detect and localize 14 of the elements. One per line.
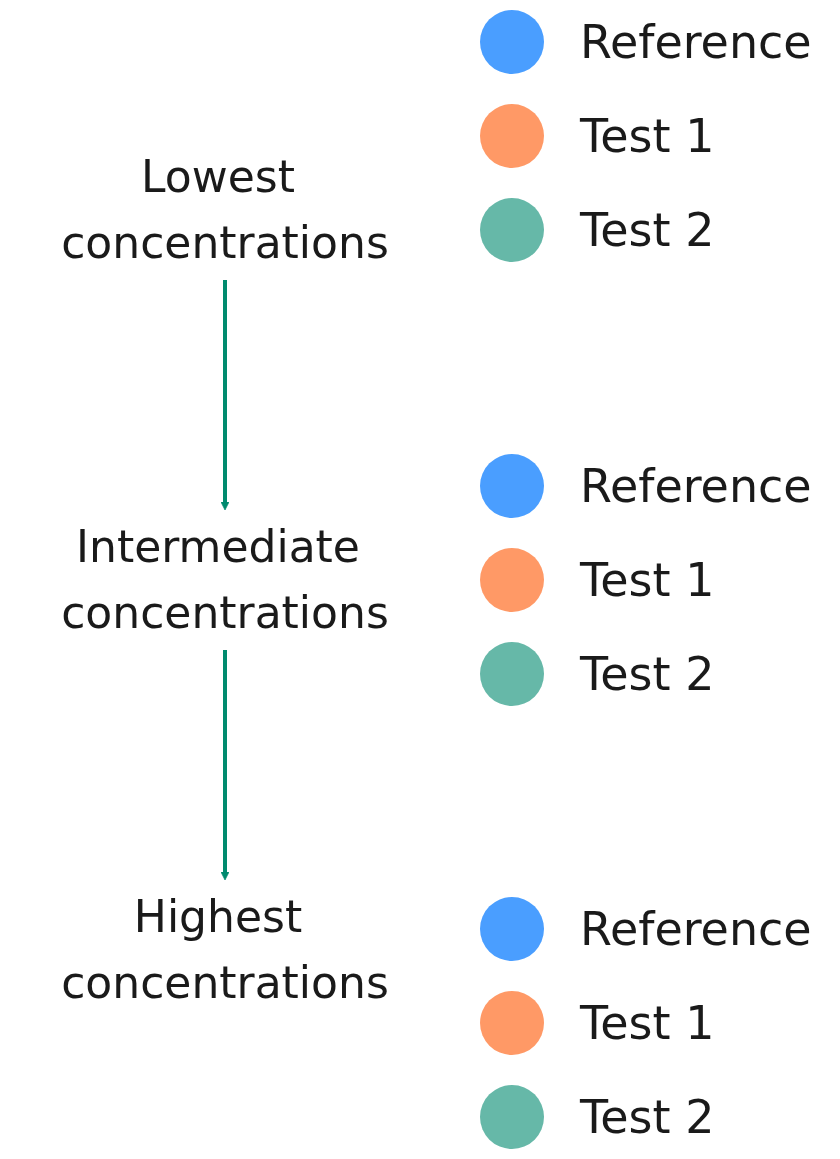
legend-label: Test 1 (580, 996, 715, 1050)
arrow (220, 279, 230, 510)
legend-label: Reference (580, 15, 812, 69)
arrow (220, 649, 230, 880)
legend-label: Reference (580, 458, 812, 513)
legend-label: Reference (580, 902, 812, 956)
node-text: Intermediate concentrations (61, 520, 389, 638)
legend-label: Test 1 (580, 552, 715, 607)
legend-label: Test 2 (580, 646, 715, 701)
legend-label: Test 1 (580, 109, 715, 163)
node-text: Highest concentrations (61, 890, 389, 1008)
node-text: Lowest concentrations (61, 150, 389, 268)
legend-label: Test 2 (580, 203, 715, 257)
legend-label: Test 2 (580, 1090, 715, 1144)
